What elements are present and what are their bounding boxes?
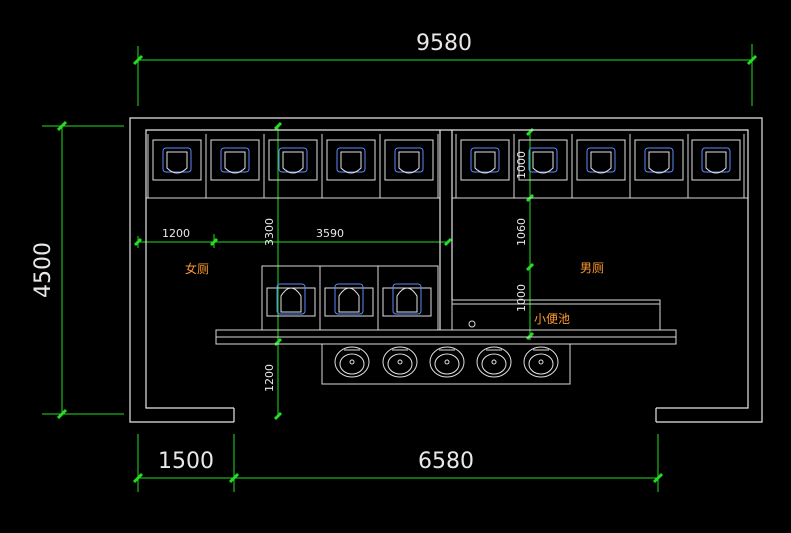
male-stall-row-top [452, 134, 748, 199]
dim-1200-horizontal: 1200 [162, 227, 190, 240]
sink-icon [334, 346, 370, 378]
dim-1000-top: 1000 [515, 151, 528, 179]
toilet-icon [382, 283, 432, 317]
room-label-female: 女厕 [185, 261, 209, 276]
toilet-icon [384, 139, 434, 181]
sink-icon [523, 346, 559, 378]
toilet-icon [691, 139, 741, 181]
female-stall-row-top [146, 134, 440, 199]
room-label-male: 男厕 [580, 261, 604, 275]
toilet-icon [210, 139, 260, 181]
sink-icon [429, 346, 465, 378]
sink-icon [476, 346, 512, 378]
dimension-lines [42, 44, 758, 492]
dim-3590: 3590 [316, 227, 344, 240]
dim-overall-width: 9580 [416, 31, 472, 56]
room-label-urinal: 小便池 [534, 312, 570, 326]
sink-fixtures [334, 346, 559, 378]
toilet-icon [326, 139, 376, 181]
dim-bottom-left: 1500 [158, 449, 214, 474]
toilet-icon [518, 139, 568, 181]
toilet-icon [266, 283, 316, 317]
urinal-trough [451, 299, 661, 331]
toilet-icon [268, 139, 318, 181]
dim-overall-height: 4500 [31, 242, 56, 298]
dim-1060: 1060 [515, 218, 528, 246]
sink-icon [382, 346, 418, 378]
wash-counter [215, 329, 677, 385]
dim-1000-bottom: 1000 [515, 284, 528, 312]
toilet-icon [576, 139, 626, 181]
toilet-icon [324, 283, 374, 317]
dim-bottom-right: 6580 [418, 449, 474, 474]
dim-3300: 3300 [263, 218, 276, 246]
toilet-fixtures [152, 139, 741, 317]
toilet-icon [634, 139, 684, 181]
toilet-icon [460, 139, 510, 181]
building-walls [129, 117, 763, 423]
dim-1200-vertical: 1200 [263, 364, 276, 392]
toilet-icon [152, 139, 202, 181]
female-stall-row-bottom [261, 265, 439, 331]
